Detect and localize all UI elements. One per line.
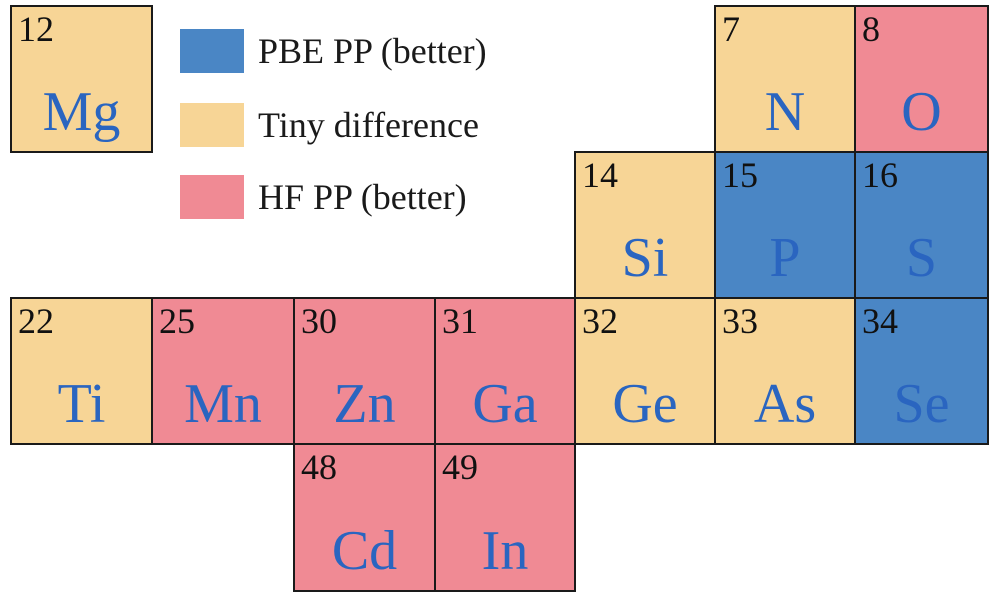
element-cell-p: 15 P (714, 151, 856, 299)
atomic-number: 49 (442, 447, 478, 487)
element-cell-ti: 22 Ti (10, 297, 153, 445)
element-cell-se: 34 Se (854, 297, 989, 445)
element-symbol: Si (621, 227, 669, 289)
element-symbol: N (764, 81, 806, 143)
legend-label-hf: HF PP (better) (258, 177, 467, 217)
legend-label-tiny: Tiny difference (258, 105, 479, 145)
atomic-number: 25 (159, 301, 195, 341)
atomic-number: 22 (18, 301, 54, 341)
element-symbol: S (905, 227, 938, 289)
atomic-number: 8 (862, 9, 880, 49)
element-cell-s: 16 S (854, 151, 989, 299)
element-symbol: Ti (57, 373, 106, 435)
atomic-number: 16 (862, 155, 898, 195)
element-cell-mg: 12 Mg (10, 5, 153, 153)
atomic-number: 30 (301, 301, 337, 341)
atomic-number: 34 (862, 301, 898, 341)
atomic-number: 14 (582, 155, 618, 195)
element-symbol: Ga (472, 373, 538, 435)
atomic-number: 33 (722, 301, 758, 341)
element-symbol: In (481, 520, 529, 582)
element-cell-as: 33 As (714, 297, 856, 445)
element-symbol: O (901, 81, 942, 143)
element-cell-n: 7 N (714, 5, 856, 153)
legend-swatch-pbe (180, 29, 244, 73)
atomic-number: 31 (442, 301, 478, 341)
atomic-number: 32 (582, 301, 618, 341)
element-symbol: Se (893, 373, 950, 435)
element-cell-in: 49 In (434, 443, 576, 592)
element-cell-zn: 30 Zn (293, 297, 436, 445)
element-cell-ga: 31 Ga (434, 297, 576, 445)
atomic-number: 7 (722, 9, 740, 49)
element-symbol: Ge (612, 373, 678, 435)
atomic-number: 12 (18, 9, 54, 49)
element-cell-o: 8 O (854, 5, 989, 153)
legend-swatch-tiny (180, 103, 244, 147)
element-symbol: P (769, 227, 801, 289)
legend-swatch-hf (180, 175, 244, 219)
atomic-number: 15 (722, 155, 758, 195)
element-cell-ge: 32 Ge (574, 297, 716, 445)
atomic-number: 48 (301, 447, 337, 487)
legend-label-pbe: PBE PP (better) (258, 31, 487, 71)
element-symbol: Zn (333, 373, 396, 435)
element-symbol: As (753, 373, 817, 435)
element-cell-mn: 25 Mn (151, 297, 295, 445)
element-symbol: Cd (331, 520, 398, 582)
element-symbol: Mn (184, 373, 262, 435)
element-symbol: Mg (42, 81, 121, 143)
element-cell-si: 14 Si (574, 151, 716, 299)
element-cell-cd: 48 Cd (293, 443, 436, 592)
